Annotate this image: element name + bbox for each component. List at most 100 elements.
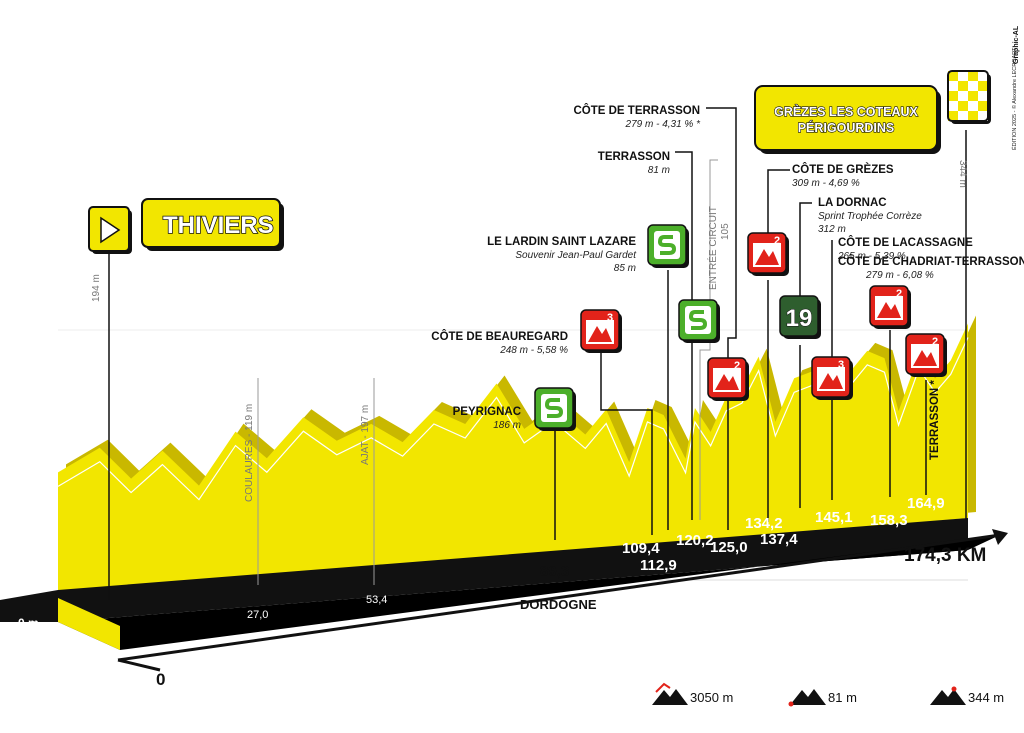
mountain-icon xyxy=(755,249,779,265)
mountain-icon xyxy=(715,374,739,390)
beauregard-info: 248 m - 5,58 % xyxy=(499,345,568,356)
dornac-badge: 19 xyxy=(779,295,821,339)
checker-cell xyxy=(968,91,978,101)
play-icon xyxy=(100,216,121,244)
mountain-icon xyxy=(877,302,901,318)
dornac-info: Sprint Trophée Corrèze xyxy=(818,211,922,222)
axis-floor xyxy=(117,533,1001,662)
peyrignac-name: PEYRIGNAC xyxy=(453,406,521,418)
category-label: 3 xyxy=(838,359,844,371)
km-112: 112,9 xyxy=(640,557,677,574)
min-point-icon xyxy=(788,701,794,707)
finish-altitude: 344 m xyxy=(957,160,968,188)
mountain-icon xyxy=(819,373,843,389)
sprint-icon xyxy=(544,398,564,418)
grezes-leader xyxy=(767,169,790,240)
base-left-face xyxy=(58,598,120,650)
entree-circuit-label: ENTRÉE CIRCUIT xyxy=(706,206,719,290)
sprint-icon xyxy=(688,310,708,330)
mountain-min-icon xyxy=(790,689,826,705)
route-band-front xyxy=(58,535,1000,650)
terrasson-info: 81 m xyxy=(648,165,670,176)
checker-cell xyxy=(978,81,988,91)
axis-arrow-icon xyxy=(992,529,1008,545)
checker-cell xyxy=(968,101,978,111)
lacassagne-name: CÔTE DE LACASSAGNE xyxy=(838,236,973,249)
km-labels: 89,3 109,4 112,9 120,2 125,0 134,2 137,4… xyxy=(540,495,945,580)
dornac-leader xyxy=(799,202,812,300)
credit: ÉDITION 2025 - © Alexandre LECROART xyxy=(1011,47,1018,150)
lardin-badge xyxy=(647,224,689,268)
chadriat-name: CÔTE DE CHADRIAT-TERRASSON xyxy=(838,255,1024,268)
region-label: DORDOGNE xyxy=(520,597,597,612)
entree-circuit-line xyxy=(699,159,718,520)
leader-lines xyxy=(554,107,927,540)
beauregard-name: CÔTE DE BEAUREGARD xyxy=(431,330,568,343)
km-27: 27,0 xyxy=(247,609,268,621)
km-89: 89,3 xyxy=(540,563,569,580)
legend-gain-label: 3050 m xyxy=(690,690,733,705)
checker-cell xyxy=(948,81,958,91)
checker-cell xyxy=(968,81,978,91)
gain-arrow-icon xyxy=(655,682,671,693)
legend-min-label: 81 m xyxy=(828,690,857,705)
terrasson2-name: TERRASSON * xyxy=(929,380,941,460)
sprint-icon xyxy=(657,235,677,255)
checker-cell xyxy=(958,101,968,111)
checker-cell xyxy=(978,101,988,111)
checker-cell xyxy=(978,91,988,101)
legend-max: 344 m xyxy=(930,686,1004,705)
checker-cell xyxy=(948,91,958,101)
category-label: 2 xyxy=(932,336,938,348)
y-tick-0: 0 m xyxy=(18,616,39,630)
km-158: 158,3 xyxy=(870,512,908,529)
terrasson2-badge: 2 xyxy=(905,333,947,377)
category-label: 3 xyxy=(607,312,613,324)
cote-terrasson-name: CÔTE DE TERRASSON xyxy=(573,104,700,117)
start-name-box xyxy=(141,198,281,248)
dornac-name: LA DORNAC xyxy=(818,197,887,209)
lardin-alt: 85 m xyxy=(614,263,636,274)
start-altitude: 194 m xyxy=(91,274,102,302)
route-band-left xyxy=(0,590,58,622)
cote-terrasson-badge: 2 xyxy=(707,357,749,401)
category-label: 2 xyxy=(896,288,902,300)
checker-cell xyxy=(948,101,958,111)
brand: Graphic-AL xyxy=(1013,25,1020,64)
cote-terrasson-leader xyxy=(706,107,737,360)
beauregard-badge: 3 xyxy=(580,309,622,353)
category-label: 2 xyxy=(734,360,740,372)
checker-cell xyxy=(978,71,988,81)
finish-flag-border xyxy=(947,70,989,122)
badge-box xyxy=(779,295,819,337)
axis-corner xyxy=(117,658,161,672)
peyrignac-info: 186 m xyxy=(493,420,521,431)
start-sign: THIVIERS xyxy=(88,198,284,254)
lardin-name: LE LARDIN SAINT LAZARE xyxy=(487,236,636,248)
checker-cell xyxy=(958,81,968,91)
mountain-max-icon xyxy=(930,689,966,705)
mountain-icon xyxy=(913,350,937,366)
checker-cell xyxy=(948,71,958,81)
km-164: 164,9 xyxy=(907,495,945,512)
chadriat-badge: 2 xyxy=(869,285,911,329)
checker-cell xyxy=(968,71,978,81)
origin-label: 0 xyxy=(156,670,165,689)
lacassagne-badge: 3 xyxy=(811,356,853,400)
stage-number: 19 xyxy=(786,305,813,332)
legend-max-label: 344 m xyxy=(968,690,1004,705)
chadriat-info: 279 m - 6,08 % xyxy=(865,270,934,281)
checker-cell xyxy=(958,91,968,101)
checker-cell xyxy=(968,111,978,121)
ajat-label: AJAT - 197 m xyxy=(360,405,371,465)
finish-name-2: PÉRIGOURDINS xyxy=(798,120,895,135)
km-125: 125,0 xyxy=(710,539,748,556)
legend-gain: 3050 m xyxy=(652,682,733,705)
terrasson-name: TERRASSON xyxy=(598,151,670,163)
mountain-icon xyxy=(588,326,612,342)
checker-cell xyxy=(978,111,988,121)
checkered-flag-icon xyxy=(948,71,988,121)
checker-cell xyxy=(958,111,968,121)
